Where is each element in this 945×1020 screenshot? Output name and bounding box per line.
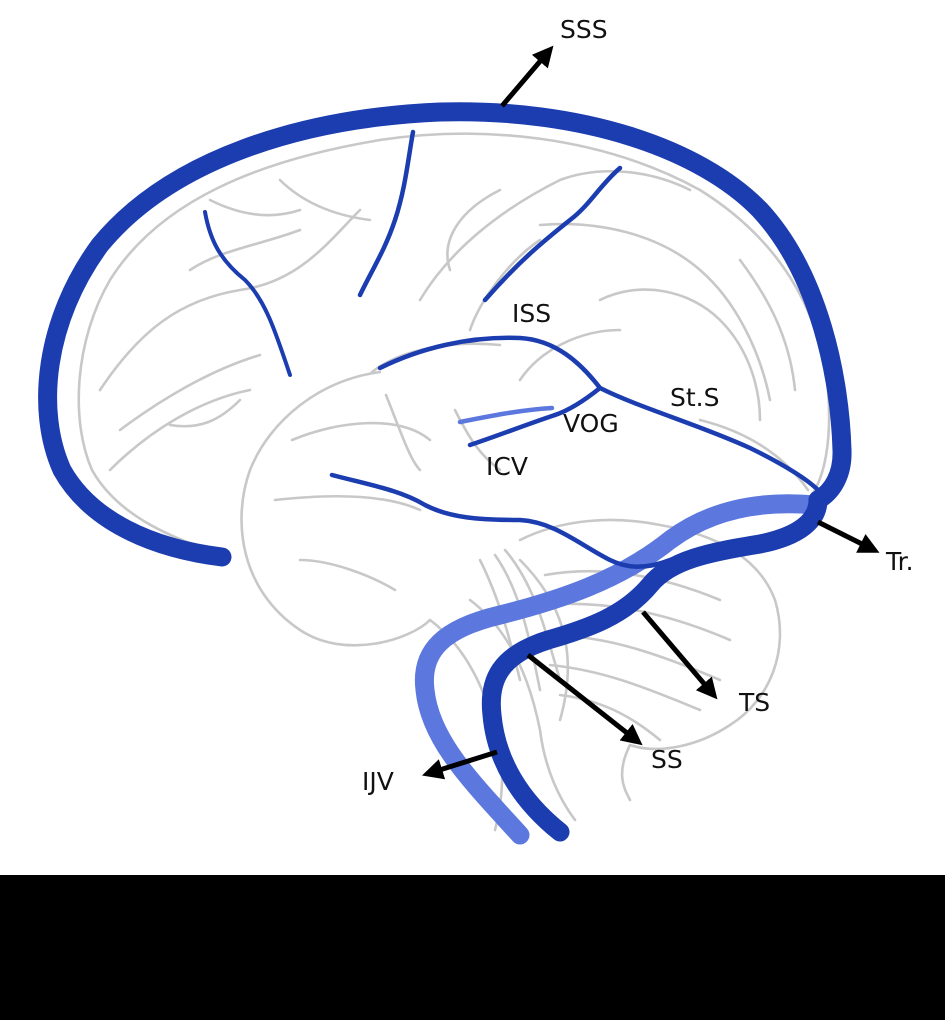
light-veins — [414, 405, 825, 845]
label-vog: VOG — [563, 409, 619, 438]
contralateral-sigmoid-sinus — [414, 494, 825, 845]
temporal-lobe-inner — [273, 421, 432, 592]
transverse-sigmoid-sinus — [481, 490, 828, 842]
arrow-ts — [641, 610, 718, 700]
label-ss: SS — [651, 745, 683, 774]
cortical-vein-parietal — [482, 165, 623, 303]
label-icv: ICV — [486, 452, 528, 481]
label-tr: Tr. — [885, 547, 914, 576]
arrow-sss — [500, 45, 554, 108]
label-ijv: IJV — [362, 767, 394, 796]
internal-cerebral-vein — [467, 412, 558, 448]
arrow-ss — [526, 653, 643, 746]
basal-vein — [329, 472, 673, 569]
frontal-gyri — [98, 178, 372, 472]
bottom-black-bar — [0, 875, 945, 1020]
label-ts: TS — [738, 688, 770, 717]
arrow-tr — [816, 519, 880, 553]
contralateral-icv — [457, 405, 555, 425]
cortical-vein-central — [357, 129, 416, 298]
temporal-lobe-contour — [240, 370, 432, 647]
arrows — [421, 45, 880, 780]
cortical-vein-frontal — [203, 210, 292, 377]
label-iss: ISS — [512, 299, 551, 328]
superior-sagittal-sinus — [38, 102, 852, 567]
brain-outline — [77, 132, 831, 832]
labels: SSS ISS St.S VOG ICV Tr. TS SS IJV — [362, 15, 914, 796]
inferior-sagittal-sinus — [377, 335, 603, 391]
vein-of-galen — [552, 385, 603, 418]
label-sss: SSS — [560, 15, 608, 44]
cerebellum-contour — [518, 518, 782, 802]
cerebral-venous-diagram: SSS ISS St.S VOG ICV Tr. TS SS IJV — [38, 15, 914, 845]
straight-sinus — [597, 385, 821, 493]
arrow-ijv — [421, 749, 498, 780]
parietal-gyri — [418, 170, 797, 422]
label-st-s: St.S — [670, 383, 720, 412]
dark-veins — [38, 102, 852, 842]
occipital-contour — [698, 418, 810, 492]
